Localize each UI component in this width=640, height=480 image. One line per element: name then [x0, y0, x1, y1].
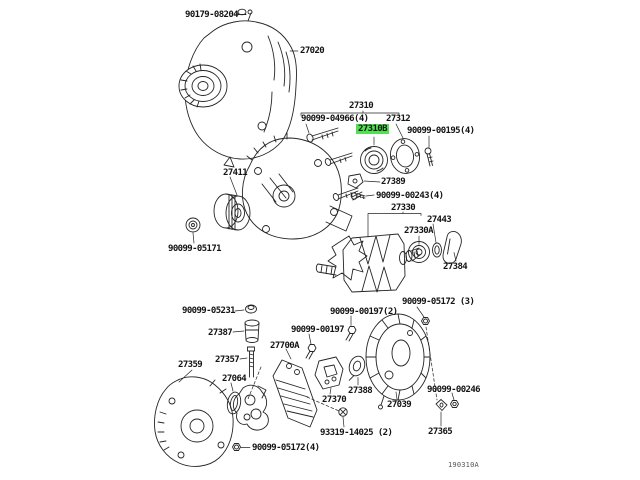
diagram-code: 190310A [448, 461, 479, 469]
rotor-27330-art [315, 233, 421, 293]
gasket-27064-art [226, 391, 242, 415]
front-bracket-art [242, 132, 353, 240]
part-label-27443[interactable]: 27443 [427, 215, 452, 225]
part-label-90099-00243[interactable]: 90099-00243(4) [376, 191, 444, 201]
bolt-00195-art [424, 147, 434, 167]
part-label-27357[interactable]: 27357 [215, 355, 240, 365]
part-label-27330a[interactable]: 27330A [404, 226, 434, 236]
part-label-27312[interactable]: 27312 [386, 114, 411, 124]
part-label-27064[interactable]: 27064 [222, 374, 247, 384]
brush-holder-27370-art [314, 356, 344, 390]
part-label-93319-14025[interactable]: 93319-14025 (2) [320, 428, 393, 438]
part-label-90099-05172-3[interactable]: 90099-05172 (3) [402, 297, 475, 307]
part-label-27039[interactable]: 27039 [387, 400, 412, 410]
part-label-27387[interactable]: 27387 [208, 328, 233, 338]
leader-lines [178, 12, 457, 448]
rear-frame-27039-art [365, 313, 431, 410]
part-label-27370[interactable]: 27370 [322, 395, 347, 405]
part-label-27389[interactable]: 27389 [381, 177, 406, 187]
regulator-frame-art [232, 384, 269, 431]
cap-05171-art [185, 217, 201, 233]
terminal-27389-art [347, 173, 366, 200]
part-label-27310b-highlighted[interactable]: 27310B [356, 124, 389, 134]
boot-27387-art [244, 319, 260, 343]
part-label-27411[interactable]: 27411 [223, 168, 248, 178]
part-label-27365[interactable]: 27365 [428, 427, 453, 437]
bearing-27330a-art [408, 241, 430, 263]
rectifier-27700a-art [272, 359, 318, 428]
bearing-27310b-art [360, 146, 388, 174]
part-label-27700a[interactable]: 27700A [270, 341, 300, 351]
part-label-90099-05231[interactable]: 90099-05231 [182, 306, 236, 316]
part-label-90099-05172-4[interactable]: 90099-05172(4) [252, 443, 320, 453]
part-label-90099-00197-2[interactable]: 90099-00197(2) [330, 307, 398, 317]
part-label-27330[interactable]: 27330 [391, 203, 416, 213]
rear-cover-27359-art [154, 376, 234, 467]
part-label-90099-00195[interactable]: 90099-00195(4) [407, 126, 475, 136]
retainer-27312-art [389, 138, 421, 174]
pulley-27411-art [213, 193, 251, 231]
part-label-90099-00246[interactable]: 90099-00246 [427, 385, 481, 395]
part-label-90099-05171[interactable]: 90099-05171 [168, 244, 222, 254]
part-label-27359[interactable]: 27359 [178, 360, 203, 370]
cover-27384-art [442, 231, 462, 264]
stud-27357-art [247, 346, 255, 378]
part-label-27384[interactable]: 27384 [443, 262, 468, 272]
fasteners-art [232, 317, 459, 451]
part-label-27310[interactable]: 27310 [349, 101, 374, 111]
part-label-27388[interactable]: 27388 [348, 386, 373, 396]
alternator-assembly-art [178, 9, 297, 168]
washer-27443-art [432, 242, 442, 258]
part-label-90179-08204[interactable]: 90179-08204 [185, 10, 239, 20]
cap-05231-art [245, 304, 257, 314]
part-label-90099-04966[interactable]: 90099-04966(4) [301, 114, 369, 124]
dashed-lines [247, 326, 438, 412]
insulator-27388-art [348, 355, 366, 381]
nut-90179-art [237, 8, 247, 16]
through-bolts-art [306, 127, 363, 201]
part-label-27020[interactable]: 27020 [300, 46, 325, 56]
part-label-90099-00197[interactable]: 90099-00197 [291, 325, 345, 335]
